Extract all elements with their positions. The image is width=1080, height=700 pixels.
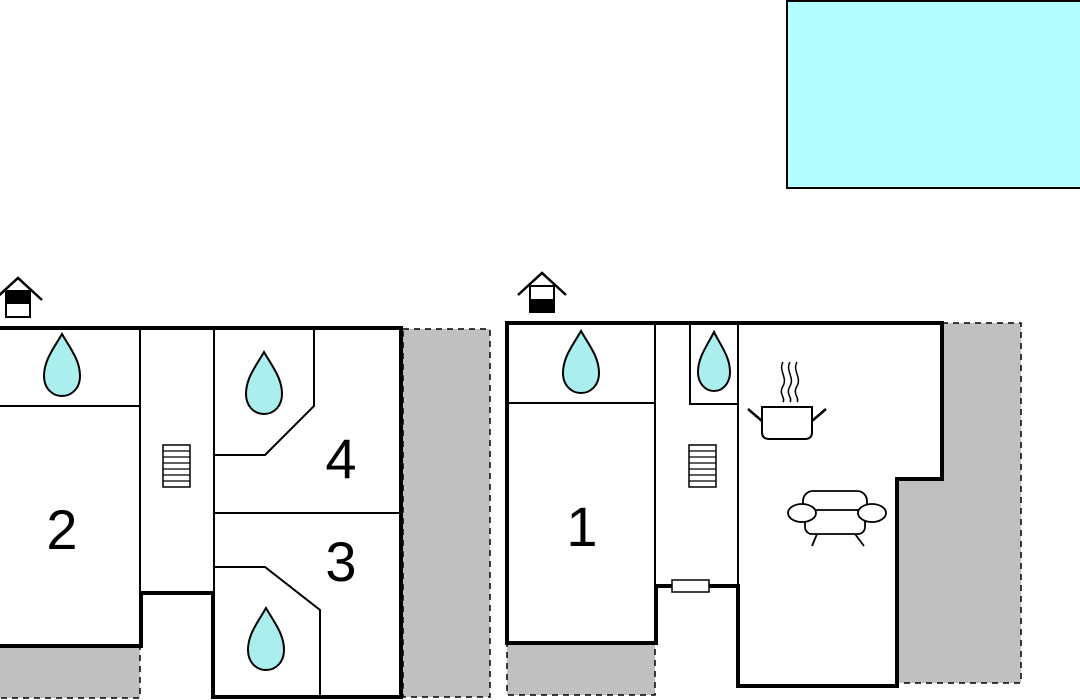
stairs-icon bbox=[688, 444, 717, 488]
water-drop-icon bbox=[246, 605, 286, 672]
water-drop-icon bbox=[244, 349, 284, 416]
house-entrance-icon bbox=[517, 271, 567, 313]
room-number-4: 4 bbox=[325, 427, 356, 490]
left-house bbox=[0, 326, 403, 699]
terrace-right bbox=[896, 322, 1022, 684]
window bbox=[671, 579, 710, 593]
terrace-right-bottom bbox=[506, 642, 656, 696]
left-house-outer-wall bbox=[0, 326, 403, 699]
cooking-pot-icon bbox=[747, 361, 827, 440]
sofa-icon bbox=[787, 490, 887, 547]
right-house bbox=[505, 321, 944, 688]
water-drop-icon bbox=[696, 329, 732, 393]
house-entrance-icon bbox=[0, 276, 43, 318]
terrace-center bbox=[402, 328, 491, 698]
terrace-left-bottom bbox=[0, 645, 141, 699]
stairs-icon bbox=[162, 444, 191, 488]
room-number-1: 1 bbox=[566, 495, 597, 558]
room-number-2: 2 bbox=[46, 498, 77, 561]
water-drop-icon bbox=[42, 331, 82, 398]
right-house-outer-wall bbox=[505, 321, 944, 688]
room-number-3: 3 bbox=[325, 530, 356, 593]
water-drop-icon bbox=[561, 328, 601, 395]
swimming-pool bbox=[786, 0, 1080, 189]
